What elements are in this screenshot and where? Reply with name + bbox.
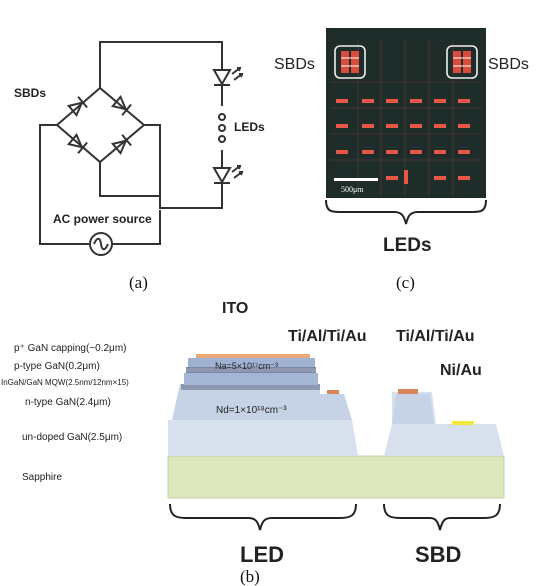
- wire-right-bottom: [159, 172, 223, 209]
- led-undoped-gan: [168, 420, 358, 456]
- led-pad: [336, 124, 348, 128]
- led-pad: [434, 150, 446, 154]
- ntype-layer-label: n-type GaN(2.4μm): [25, 397, 111, 408]
- led-pad: [362, 99, 374, 103]
- na-doping-label: Na=5×10¹⁷cm⁻³: [215, 361, 278, 371]
- sbd-ntype-gan: [392, 394, 434, 424]
- wire-right-node: [144, 124, 161, 172]
- led-pad: [404, 170, 408, 184]
- led-pad: [458, 176, 470, 180]
- led-pad: [458, 124, 470, 128]
- leds-label-c: LEDs: [383, 235, 432, 256]
- ptype-layer-label: p-type GaN(0.2μm): [14, 361, 100, 372]
- wire-left: [39, 124, 90, 245]
- caption-c: (c): [396, 273, 415, 292]
- sbd-ohmic-label: Ti/Al/Ti/Au: [396, 328, 475, 345]
- led-pad: [362, 150, 374, 154]
- led-mqw-bottom: [181, 384, 320, 390]
- sbd-schottky-label: Ni/Au: [440, 362, 482, 379]
- ac-source-label: AC power source: [53, 212, 152, 226]
- wire-top: [99, 41, 223, 88]
- led-pad: [410, 124, 422, 128]
- scale-bar-label: 500μm: [341, 185, 364, 194]
- sbd-label-c-left: SBDs: [274, 56, 315, 73]
- ac-source-symbol: [89, 232, 113, 256]
- wire-bottom-node: [99, 162, 160, 197]
- caption-a: (a): [129, 273, 148, 292]
- capping-layer-label: p⁺ GaN capping(~0.2μm): [14, 343, 126, 354]
- led-pad: [458, 150, 470, 154]
- panel-c-chip-photo: 500μm: [326, 28, 486, 198]
- sapphire-label: Sapphire: [22, 472, 62, 483]
- led-ntype-gan: [172, 384, 352, 420]
- led-pad: [386, 99, 398, 103]
- led-array: [336, 99, 470, 184]
- led-pad: [458, 99, 470, 103]
- led-pad: [386, 124, 398, 128]
- sbd-label-a: SBDs: [14, 86, 46, 100]
- ito-layer: [196, 354, 310, 358]
- led-pad: [434, 124, 446, 128]
- led-symbol-top: [212, 67, 244, 87]
- nd-doping-label: Nd=1×10¹⁸cm⁻³: [216, 405, 287, 416]
- led-contact-label: Ti/Al/Ti/Au: [288, 328, 367, 345]
- led-pad: [386, 176, 398, 180]
- sbd-ohmic-contact: [398, 389, 418, 394]
- led-symbol-bottom: [212, 165, 244, 185]
- led-ptype-top: [188, 358, 315, 367]
- led-mqw-layer: [186, 367, 316, 373]
- sbd-schottky-contact: [452, 421, 474, 425]
- led-pad: [336, 99, 348, 103]
- wire-source-right: [112, 210, 161, 245]
- caption-b: (b): [240, 567, 260, 586]
- led-ptype-gan: [184, 373, 318, 385]
- panel-a-circuit: [39, 41, 223, 245]
- led-bracket-b: [169, 503, 357, 531]
- led-pad: [434, 99, 446, 103]
- sbd-chip-right: [446, 45, 478, 79]
- scale-bar: [334, 178, 378, 181]
- bridge-diamond: [55, 86, 146, 164]
- led-pad: [336, 150, 348, 154]
- sbd-diode-4: [110, 134, 132, 155]
- sbd-label-c-right: SBDs: [488, 56, 529, 73]
- sbd-diode-1: [66, 96, 88, 117]
- sbd-bracket-b: [383, 503, 501, 531]
- panel-b-cross-section: [167, 354, 505, 499]
- led-pad: [410, 99, 422, 103]
- undoped-layer-label: un-doped GaN(2.5μm): [22, 432, 122, 443]
- led-pad: [434, 176, 446, 180]
- sbd-diode-3: [66, 133, 88, 154]
- sbd-diode-2: [110, 95, 132, 116]
- ito-label: ITO: [222, 300, 248, 317]
- led-continuation-dots: [218, 113, 226, 143]
- sbd-bracket-label: SBD: [415, 542, 461, 567]
- sapphire-layer: [167, 455, 505, 499]
- sbd-chip-left: [334, 45, 366, 79]
- led-pad: [410, 150, 422, 154]
- led-n-contact: [327, 390, 339, 394]
- leds-bracket-c: [325, 199, 487, 225]
- led-pad: [362, 124, 374, 128]
- mqw-layer-label: InGaN/GaN MQW(2.5nm/12nm×15): [1, 378, 129, 387]
- leds-label-a: LEDs: [234, 120, 265, 134]
- led-bracket-label: LED: [240, 542, 284, 567]
- led-pad: [386, 150, 398, 154]
